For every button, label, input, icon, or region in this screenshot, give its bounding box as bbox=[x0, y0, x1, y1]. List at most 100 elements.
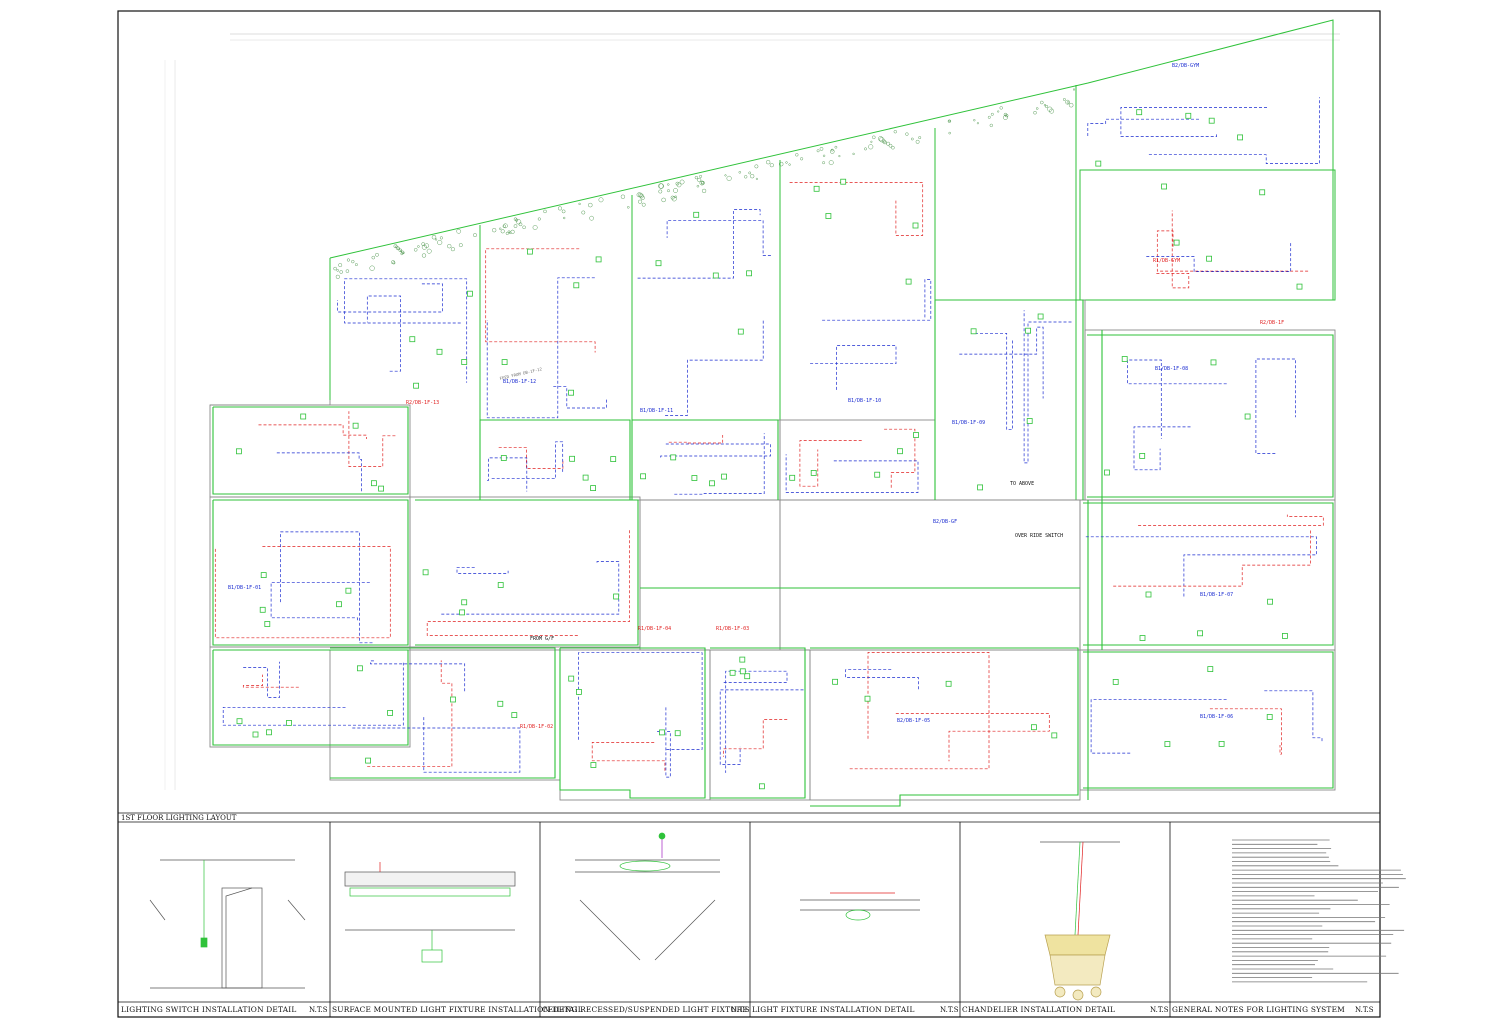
landscape-shrub bbox=[354, 263, 358, 266]
light-fixture-symbol bbox=[670, 454, 677, 461]
landscape-shrub bbox=[888, 143, 893, 148]
light-fixture-symbol bbox=[693, 211, 700, 218]
circuit-run bbox=[258, 424, 367, 439]
landscape-shrub bbox=[375, 252, 379, 257]
light-fixture-symbol bbox=[610, 456, 617, 463]
fixture-detail-drawing bbox=[800, 892, 920, 921]
circuit-run bbox=[270, 581, 370, 622]
landscape-shrub bbox=[948, 131, 951, 135]
light-fixture-symbol bbox=[1145, 591, 1152, 598]
landscape-shrub bbox=[426, 248, 432, 254]
light-fixture-symbol bbox=[1197, 630, 1203, 637]
landscape-shrub bbox=[701, 188, 707, 193]
panel-title-surface: SURFACE MOUNTED LIGHT FIXTURE INSTALLATI… bbox=[332, 1005, 583, 1014]
landscape-shrub bbox=[696, 184, 700, 188]
light-fixture-symbol bbox=[1112, 679, 1119, 685]
light-fixture-symbol bbox=[260, 572, 267, 578]
light-fixture-symbol bbox=[1244, 413, 1251, 420]
light-fixture-symbol bbox=[352, 422, 359, 429]
landscape-shrub bbox=[976, 122, 979, 125]
circuit-run bbox=[426, 529, 630, 636]
landscape-shrub bbox=[948, 119, 951, 123]
landscape-shrub bbox=[673, 188, 678, 193]
landscape-shrub bbox=[638, 199, 643, 204]
light-fixture-symbol bbox=[640, 473, 646, 480]
landscape-shrub bbox=[581, 210, 586, 215]
light-fixture-symbol bbox=[737, 328, 744, 335]
light-fixture-symbol bbox=[739, 656, 746, 663]
label-gym-db-red: R1/DB-GYM bbox=[1153, 258, 1180, 264]
landscape-shrub bbox=[754, 164, 759, 169]
label-db-1f-01: B1/DB-1F-01 bbox=[228, 585, 261, 591]
switch-detail-drawing bbox=[149, 859, 306, 989]
landscape-shrub bbox=[769, 163, 774, 168]
landscape-shrub bbox=[505, 231, 509, 235]
circuit-run bbox=[352, 715, 521, 773]
landscape-shrub bbox=[1003, 115, 1008, 120]
circuit-run bbox=[723, 670, 788, 773]
label-from-gf: FROM G/F bbox=[530, 636, 554, 642]
landscape-shrub bbox=[726, 175, 732, 181]
landscape-shrub bbox=[500, 229, 505, 234]
light-fixture-symbol bbox=[461, 359, 468, 365]
light-fixture-symbol bbox=[655, 260, 662, 267]
light-fixture-symbol bbox=[387, 710, 394, 716]
landscape-shrub bbox=[1033, 110, 1037, 115]
light-fixture-symbol bbox=[595, 256, 602, 263]
landscape-shrub bbox=[830, 148, 834, 152]
light-fixture-symbol bbox=[659, 729, 665, 736]
landscape-shrub bbox=[537, 217, 541, 221]
landscape-shrub bbox=[598, 197, 604, 203]
circuit-run bbox=[723, 719, 788, 757]
landscape-shrub bbox=[830, 149, 835, 154]
light-fixture-symbol bbox=[912, 222, 919, 229]
label-db-1f-10: B1/DB-1F-10 bbox=[848, 398, 881, 404]
landscape-shrub bbox=[864, 147, 867, 151]
landscape-shrub bbox=[886, 141, 890, 146]
dimension-lines bbox=[164, 33, 1340, 790]
label-db-gf: B2/DB-GF bbox=[933, 519, 957, 525]
landscape-shrub bbox=[893, 130, 897, 134]
light-fixture-symbol bbox=[286, 720, 292, 726]
light-fixture-symbol bbox=[1207, 666, 1214, 672]
light-fixture-symbol bbox=[874, 471, 881, 478]
landscape-shrub bbox=[561, 209, 566, 214]
landscape-shrub bbox=[748, 171, 752, 175]
light-fixture-symbol bbox=[497, 700, 504, 707]
landscape-shrub bbox=[447, 244, 452, 249]
light-fixture-symbol bbox=[568, 675, 575, 682]
panel-scale-chandelier: N.T.S bbox=[1150, 1006, 1169, 1014]
light-fixture-symbol bbox=[264, 621, 271, 627]
light-fixture-symbol bbox=[1266, 714, 1273, 720]
light-fixture-symbol bbox=[1025, 327, 1031, 334]
landscape-shrub bbox=[744, 175, 748, 179]
circuit-run bbox=[1146, 242, 1292, 272]
circuit-run bbox=[660, 443, 771, 459]
circuit-run bbox=[959, 326, 1044, 399]
landscape-shrub bbox=[671, 196, 677, 202]
landscape-shrub bbox=[636, 192, 642, 198]
landscape-shrub bbox=[724, 174, 727, 177]
light-fixture-symbol bbox=[739, 668, 746, 675]
landscape-shrub bbox=[918, 136, 922, 140]
label-db-1f-11: B1/DB-1F-11 bbox=[640, 408, 673, 414]
landscape-shrub bbox=[661, 197, 666, 203]
light-fixture-symbol bbox=[436, 348, 443, 355]
light-fixture-symbol bbox=[810, 469, 817, 476]
landscape-shrub bbox=[870, 140, 873, 143]
lighting-circuits bbox=[214, 97, 1324, 778]
light-fixture-symbol bbox=[459, 609, 466, 616]
circuit-run bbox=[243, 661, 280, 698]
recessed-detail-drawing bbox=[575, 832, 720, 961]
surface-detail-drawing bbox=[344, 862, 516, 963]
landscape-shrub bbox=[499, 227, 502, 230]
landscape-shrub bbox=[620, 194, 625, 199]
landscape-shrub bbox=[1066, 101, 1070, 104]
landscape-shrub bbox=[345, 269, 350, 273]
light-fixture-symbol bbox=[461, 599, 468, 606]
landscape-shrub bbox=[563, 216, 566, 220]
landscape-shrub bbox=[881, 139, 886, 144]
feeder-routes bbox=[212, 299, 1334, 807]
